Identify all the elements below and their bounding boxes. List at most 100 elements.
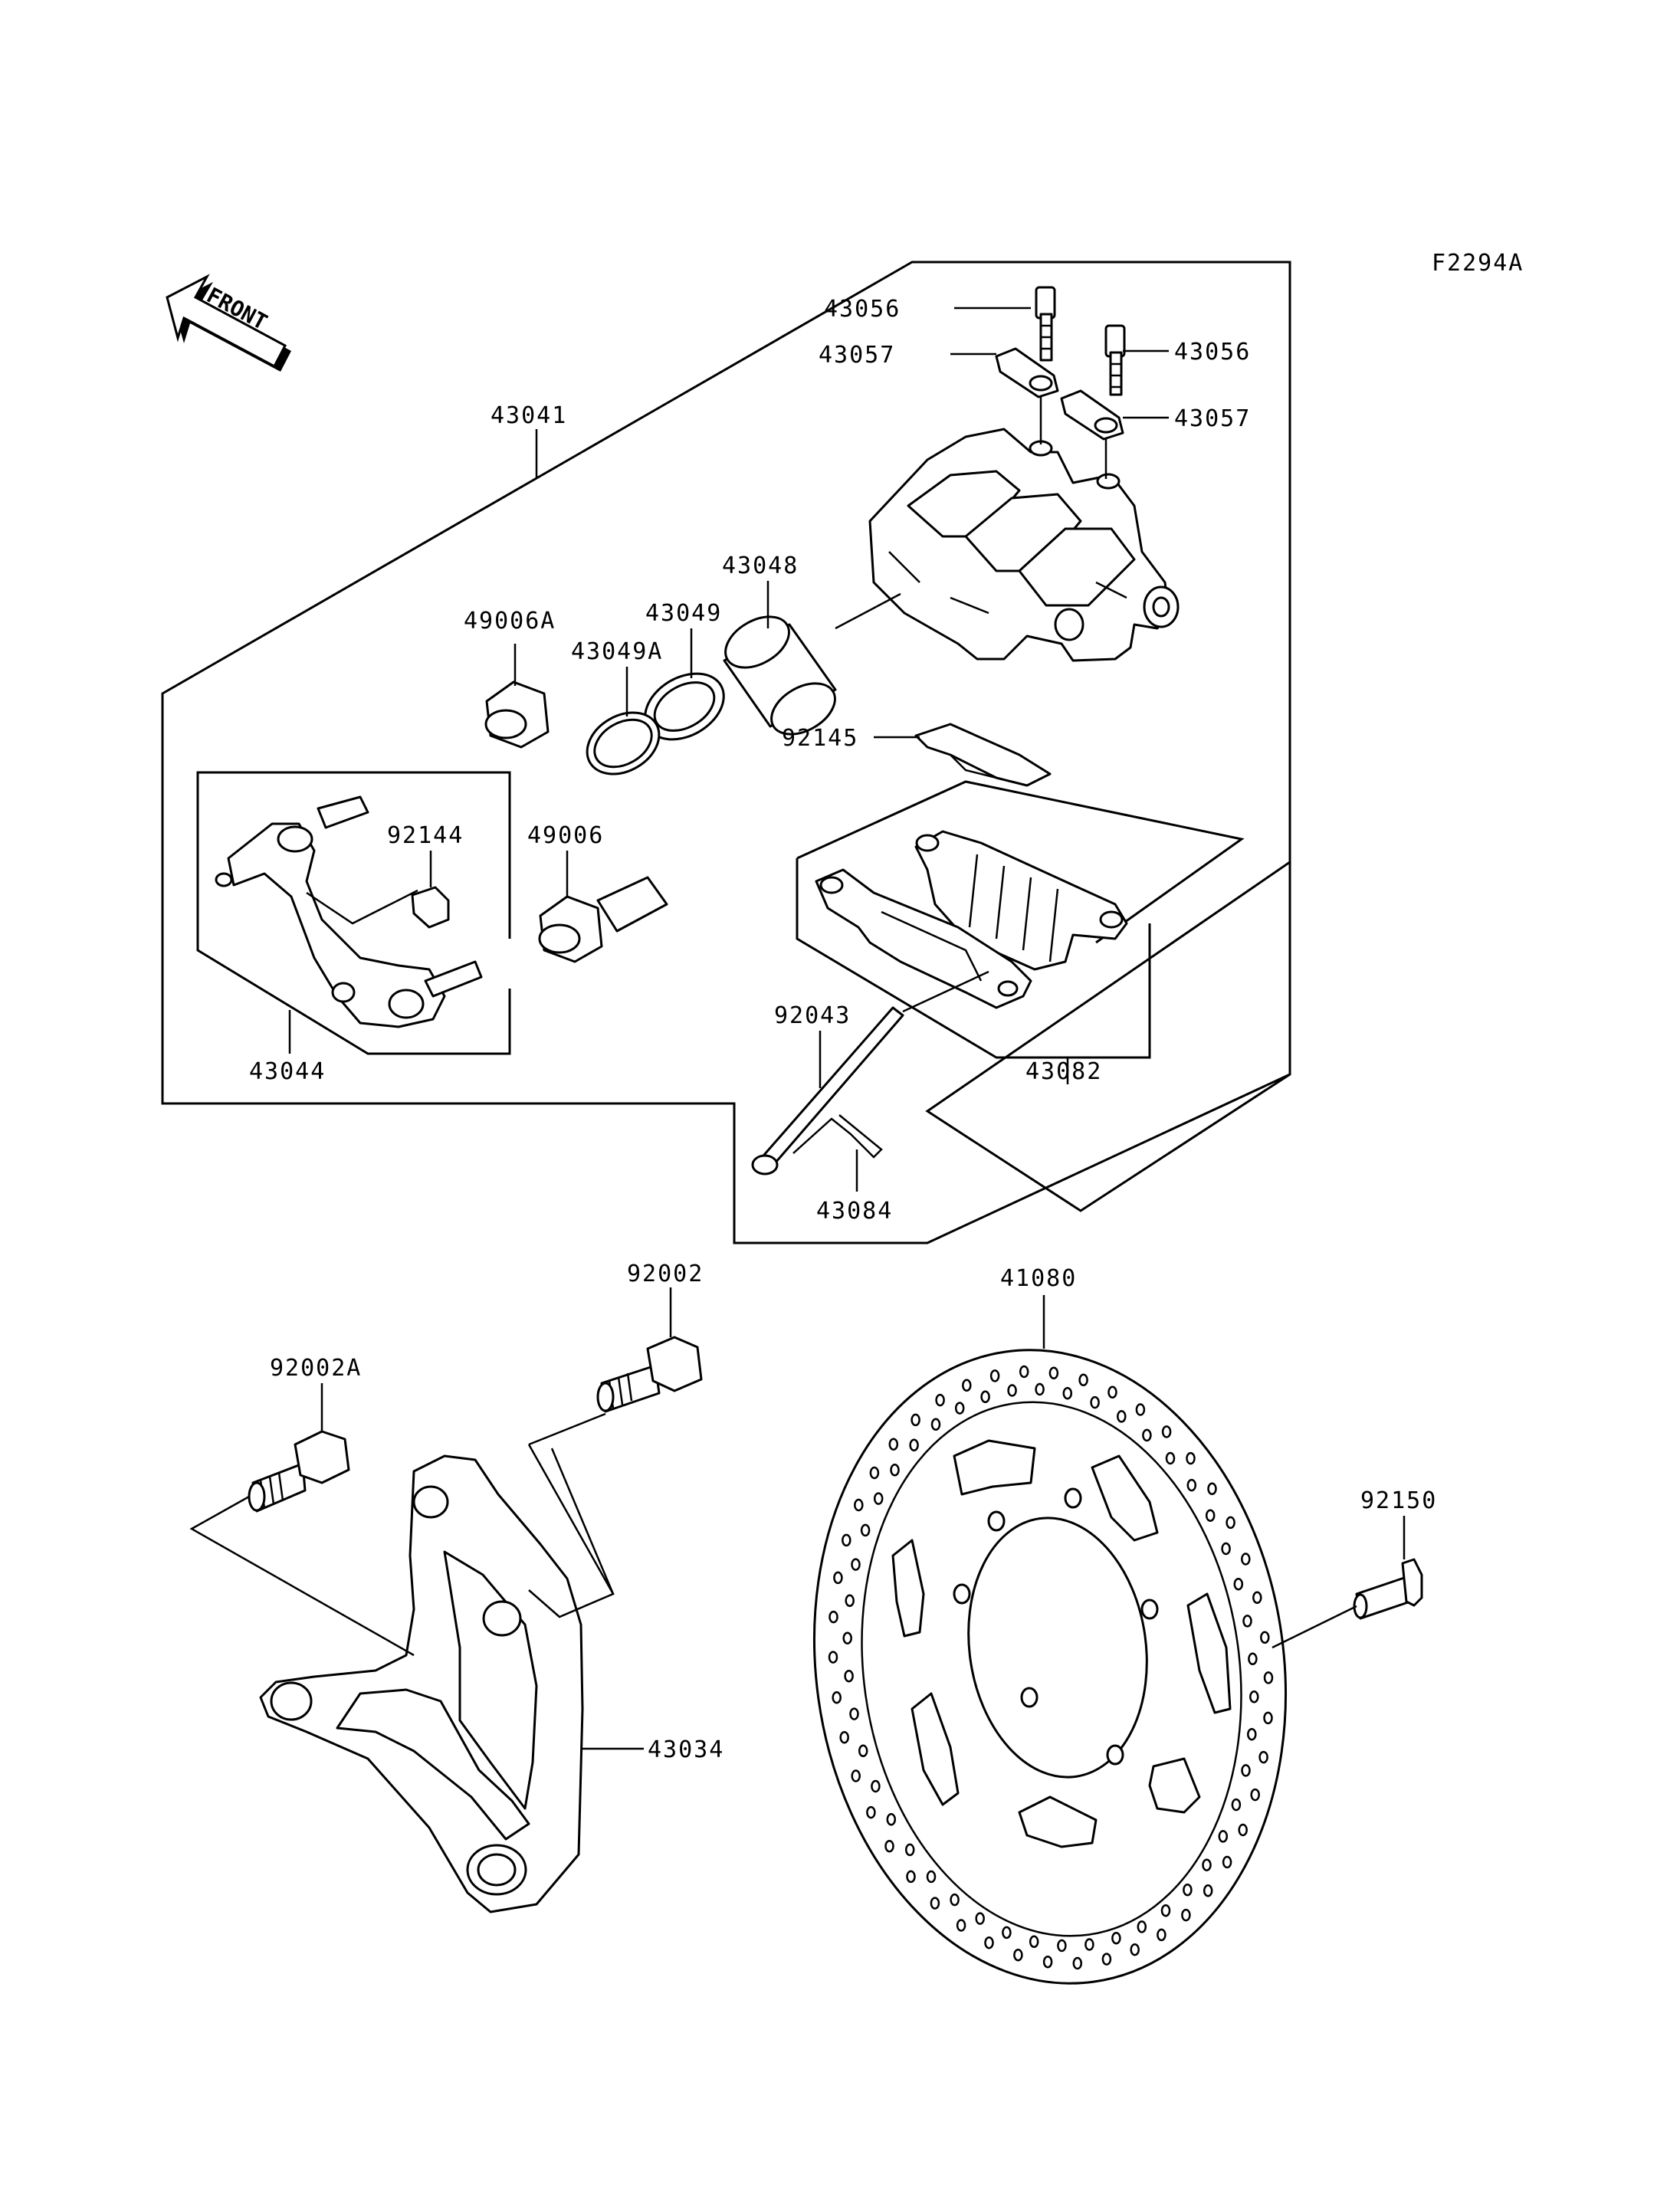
disc-vent-hole xyxy=(871,1779,881,1793)
front-arrow-icon: FRONT xyxy=(166,274,291,372)
disc-vent-hole xyxy=(904,1843,915,1857)
disc-vent-hole xyxy=(1205,1509,1216,1522)
label-92150: 92150 xyxy=(1360,1487,1437,1514)
disc-vent-hole xyxy=(1186,1451,1196,1465)
disc-vent-hole xyxy=(890,1464,900,1477)
boot xyxy=(538,876,668,963)
caliper-body xyxy=(868,428,1180,662)
disc-vent-hole xyxy=(832,1690,842,1704)
caliper-assembly-frame xyxy=(161,261,1291,1244)
label-92145: 92145 xyxy=(782,725,858,752)
piston-seal xyxy=(644,672,725,741)
disc-vent-hole xyxy=(1117,1410,1127,1423)
disc-vent-hole xyxy=(1231,1798,1242,1812)
diagram-code-label: F2294A xyxy=(1432,250,1524,277)
disc-vent-hole xyxy=(1035,1382,1045,1396)
bleed-cap-2 xyxy=(1060,389,1124,441)
bleed-valve-2 xyxy=(1104,324,1126,396)
disc-vent-hole xyxy=(1183,1883,1193,1897)
bleed-valve-1 xyxy=(1035,286,1056,362)
label-43041: 43041 xyxy=(491,402,567,429)
disc-vent-hole xyxy=(1029,1935,1039,1949)
caliper-holder xyxy=(215,795,483,1028)
disc-vent-hole xyxy=(842,1533,851,1547)
disc-vent-hole xyxy=(1233,1577,1244,1591)
disc-hole-pattern xyxy=(828,1365,1274,1970)
disc-vent-hole xyxy=(1013,1948,1023,1962)
label-92144: 92144 xyxy=(387,822,464,849)
disc-vent-hole xyxy=(884,1839,894,1853)
disc-vent-hole xyxy=(833,1571,843,1585)
disc-vent-hole xyxy=(886,1813,897,1826)
label-43049A: 43049A xyxy=(571,638,663,665)
disc-vent-hole xyxy=(842,1631,852,1644)
disc-vent-hole xyxy=(1137,1920,1147,1933)
boot-a xyxy=(484,680,550,749)
label-43056-a: 43056 xyxy=(824,296,901,323)
disc-vent-hole xyxy=(980,1390,990,1404)
disc-vent-hole xyxy=(858,1744,868,1758)
label-43057-b: 43057 xyxy=(1174,405,1251,432)
disc-vent-hole xyxy=(1062,1386,1073,1400)
disc-vent-hole xyxy=(873,1492,884,1505)
anti-rattle-spring xyxy=(914,723,1052,787)
disc-vent-hole xyxy=(888,1438,899,1451)
disc-vent-hole xyxy=(839,1730,849,1744)
callouts: 43056 43056 43057 43057 43041 43048 4304… xyxy=(249,296,1437,1763)
disc-vent-hole xyxy=(1160,1904,1171,1917)
label-49006: 49006 xyxy=(527,822,604,849)
disc-vent-hole xyxy=(1252,1591,1262,1605)
disc-vent-hole xyxy=(962,1379,972,1392)
disc-vent-hole xyxy=(829,1610,838,1624)
piston xyxy=(723,615,837,736)
disc-vent-hole xyxy=(1260,1631,1270,1644)
disc-vent-hole xyxy=(1263,1711,1273,1725)
label-43044: 43044 xyxy=(249,1058,326,1085)
disc-vent-hole xyxy=(1084,1938,1094,1951)
disc-vent-hole xyxy=(1247,1727,1257,1741)
bolt-a xyxy=(248,1430,350,1513)
label-43049: 43049 xyxy=(645,600,722,627)
disc-vent-hole xyxy=(1238,1823,1248,1837)
label-43057-a: 43057 xyxy=(819,342,895,369)
brake-disc xyxy=(812,1349,1288,1985)
disc-vent-hole xyxy=(1242,1615,1252,1628)
disc-vent-hole xyxy=(1250,1788,1260,1802)
disc-vent-hole xyxy=(1072,1956,1083,1970)
disc-vent-hole xyxy=(1130,1943,1140,1956)
pad-pin xyxy=(751,970,989,1176)
disc-vent-hole xyxy=(954,1402,965,1415)
disc-vent-hole xyxy=(1249,1690,1259,1703)
disc-vent-hole xyxy=(851,1769,861,1782)
disc-vent-hole xyxy=(911,1413,920,1427)
disc-vent-hole xyxy=(1203,1884,1213,1897)
disc-vent-hole xyxy=(844,1669,854,1683)
label-43056-b: 43056 xyxy=(1174,339,1251,366)
disc-vent-hole xyxy=(854,1498,864,1512)
disc-vent-hole xyxy=(1135,1403,1146,1416)
disc-vent-hole xyxy=(1048,1366,1059,1380)
disc-vent-hole xyxy=(1202,1858,1212,1871)
label-41080: 41080 xyxy=(1000,1265,1077,1292)
disc-vent-hole xyxy=(1258,1750,1268,1764)
disc-bolt xyxy=(1353,1558,1423,1620)
disc-vent-hole xyxy=(1101,1953,1112,1966)
disc-vent-hole xyxy=(926,1870,937,1884)
disc-vent-hole xyxy=(1221,1542,1231,1556)
dust-seal xyxy=(586,711,661,776)
disc-vent-hole xyxy=(1186,1478,1197,1492)
disc-vent-hole xyxy=(869,1466,880,1480)
disc-vent-hole xyxy=(851,1558,861,1571)
label-92043: 92043 xyxy=(774,1002,851,1029)
disc-vent-hole xyxy=(984,1936,994,1949)
disc-vent-hole xyxy=(906,1870,916,1884)
disc-vent-hole xyxy=(930,1418,941,1431)
disc-vent-hole xyxy=(1207,1482,1217,1496)
disc-vent-hole xyxy=(860,1523,871,1537)
disc-vent-hole xyxy=(866,1805,876,1819)
disc-vent-hole xyxy=(1157,1928,1166,1942)
disc-vent-hole xyxy=(1142,1428,1152,1442)
disc-vent-hole xyxy=(1226,1516,1235,1530)
disc-vent-hole xyxy=(849,1707,859,1720)
